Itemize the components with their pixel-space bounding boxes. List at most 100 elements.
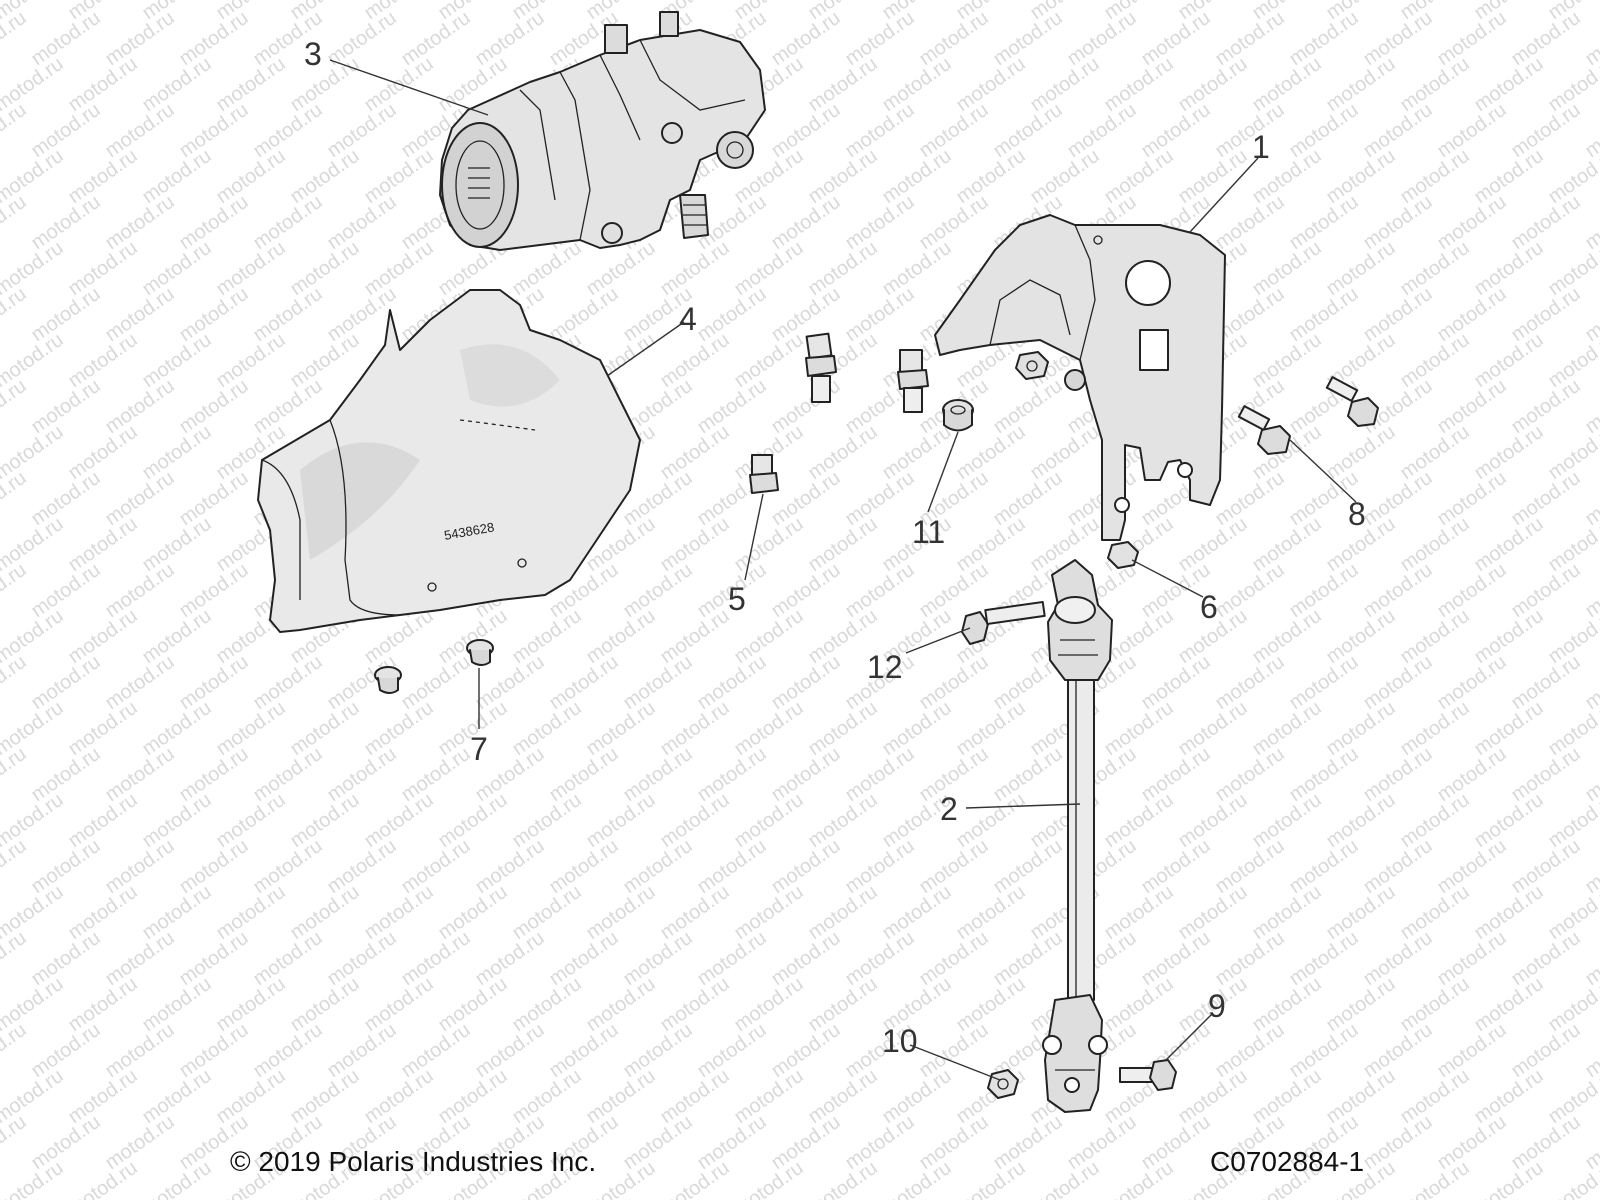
watermark-text: motod.ru [1470, 237, 1547, 300]
watermark-text: motod.ru [693, 283, 770, 346]
watermark-text: motod.ru [101, 651, 178, 714]
watermark-text: motod.ru [286, 697, 363, 760]
watermark-text: motod.ru [693, 927, 770, 990]
watermark-text: motod.ru [175, 283, 252, 346]
watermark-text: motod.ru [619, 1111, 696, 1174]
watermark-text: motod.ru [1470, 513, 1547, 576]
watermark-text: motod.ru [767, 927, 844, 990]
watermark-text: motod.ru [545, 1019, 622, 1082]
watermark-text: motod.ru [1100, 881, 1177, 944]
watermark-text: motod.ru [1396, 789, 1473, 852]
watermark-text: motod.ru [915, 835, 992, 898]
watermark-text: motod.ru [64, 697, 141, 760]
watermark-text: motod.ru [1026, 421, 1103, 484]
watermark-text: motod.ru [1322, 881, 1399, 944]
watermark-text: motod.ru [804, 513, 881, 576]
watermark-text: motod.ru [989, 835, 1066, 898]
watermark-text: motod.ru [249, 651, 326, 714]
watermark-text: motod.ru [249, 99, 326, 162]
watermark-text: motod.ru [64, 1157, 141, 1200]
watermark-text: motod.ru [249, 743, 326, 806]
watermark-text: motod.ru [841, 283, 918, 346]
watermark-text: motod.ru [1359, 559, 1436, 622]
watermark-text: motod.ru [471, 927, 548, 990]
push-rivet-group [374, 639, 494, 694]
watermark-text: motod.ru [878, 421, 955, 484]
watermark-text: motod.ru [582, 1065, 659, 1128]
watermark-text: motod.ru [101, 835, 178, 898]
watermark-text: motod.ru [1433, 1019, 1510, 1082]
watermark-text: motod.ru [212, 697, 289, 760]
watermark-text: motod.ru [434, 789, 511, 852]
watermark-text: motod.ru [360, 789, 437, 852]
leader-4 [606, 321, 685, 377]
watermark-text: motod.ru [1507, 375, 1584, 438]
watermark-text: motod.ru [27, 7, 104, 70]
watermark-text: motod.ru [138, 145, 215, 208]
diagram-code: C0702884-1 [1210, 1146, 1365, 1177]
watermark-text: motod.ru [434, 881, 511, 944]
watermark-text: motod.ru [1433, 927, 1510, 990]
watermark-text: motod.ru [1248, 329, 1325, 392]
watermark-text: motod.ru [767, 651, 844, 714]
watermark-text: motod.ru [138, 973, 215, 1036]
watermark-text: motod.ru [360, 697, 437, 760]
watermark-text: motod.ru [27, 283, 104, 346]
watermark-text: motod.ru [619, 1019, 696, 1082]
watermark-text: motod.ru [767, 1111, 844, 1174]
watermark-text: motod.ru [1137, 99, 1214, 162]
watermark-text: motod.ru [1248, 53, 1325, 116]
watermark-text: motod.ru [1433, 1111, 1510, 1174]
watermark-text: motod.ru [175, 651, 252, 714]
watermark-text: motod.ru [656, 697, 733, 760]
watermark-text: motod.ru [64, 237, 141, 300]
watermark-text: motod.ru [1285, 743, 1362, 806]
watermark-text: motod.ru [1396, 1157, 1473, 1200]
watermark-text: motod.ru [138, 329, 215, 392]
leader-6 [1131, 559, 1204, 598]
watermark-text: motod.ru [767, 743, 844, 806]
watermark-text: motod.ru [1322, 697, 1399, 760]
watermark-text: motod.ru [545, 743, 622, 806]
watermark-text: motod.ru [1211, 743, 1288, 806]
watermark-text: motod.ru [0, 1111, 31, 1174]
watermark-text: motod.ru [101, 467, 178, 530]
watermark-text: motod.ru [27, 191, 104, 254]
bolt-8a [1325, 376, 1379, 427]
watermark-text: motod.ru [286, 881, 363, 944]
watermark-text: motod.ru [878, 881, 955, 944]
watermark-text: motod.ru [1137, 1111, 1214, 1174]
watermark-text: motod.ru [212, 881, 289, 944]
watermark-text: motod.ru [1285, 927, 1362, 990]
watermark-text: motod.ru [286, 329, 363, 392]
watermark-text: motod.ru [989, 7, 1066, 70]
watermark-text: motod.ru [952, 973, 1029, 1036]
watermark-text: motod.ru [508, 697, 585, 760]
watermark-text: motod.ru [1285, 651, 1362, 714]
watermark-text: motod.ru [1470, 53, 1547, 116]
watermark-text: motod.ru [212, 145, 289, 208]
watermark-text: motod.ru [0, 7, 31, 70]
leader-8 [1289, 439, 1357, 503]
watermark-text: motod.ru [915, 191, 992, 254]
watermark-text: motod.ru [1174, 789, 1251, 852]
watermark-text: motod.ru [101, 191, 178, 254]
watermark-text: motod.ru [619, 835, 696, 898]
watermark-text: motod.ru [767, 467, 844, 530]
watermark-text: motod.ru [1211, 467, 1288, 530]
watermark-text: motod.ru [434, 1065, 511, 1128]
watermark-text: motod.ru [582, 973, 659, 1036]
watermark-text: motod.ru [286, 237, 363, 300]
watermark-text: motod.ru [915, 7, 992, 70]
watermark-text: motod.ru [1248, 973, 1325, 1036]
watermark-text: motod.ru [1396, 697, 1473, 760]
callout-12: 12 [867, 649, 903, 685]
watermark-text: motod.ru [878, 697, 955, 760]
bolt-5c [749, 454, 779, 494]
watermark-text: motod.ru [0, 927, 31, 990]
watermark-text: motod.ru [212, 789, 289, 852]
watermark-text: motod.ru [693, 651, 770, 714]
watermark-text: motod.ru [1433, 191, 1510, 254]
watermark-text: motod.ru [27, 743, 104, 806]
watermark-text: motod.ru [1100, 789, 1177, 852]
